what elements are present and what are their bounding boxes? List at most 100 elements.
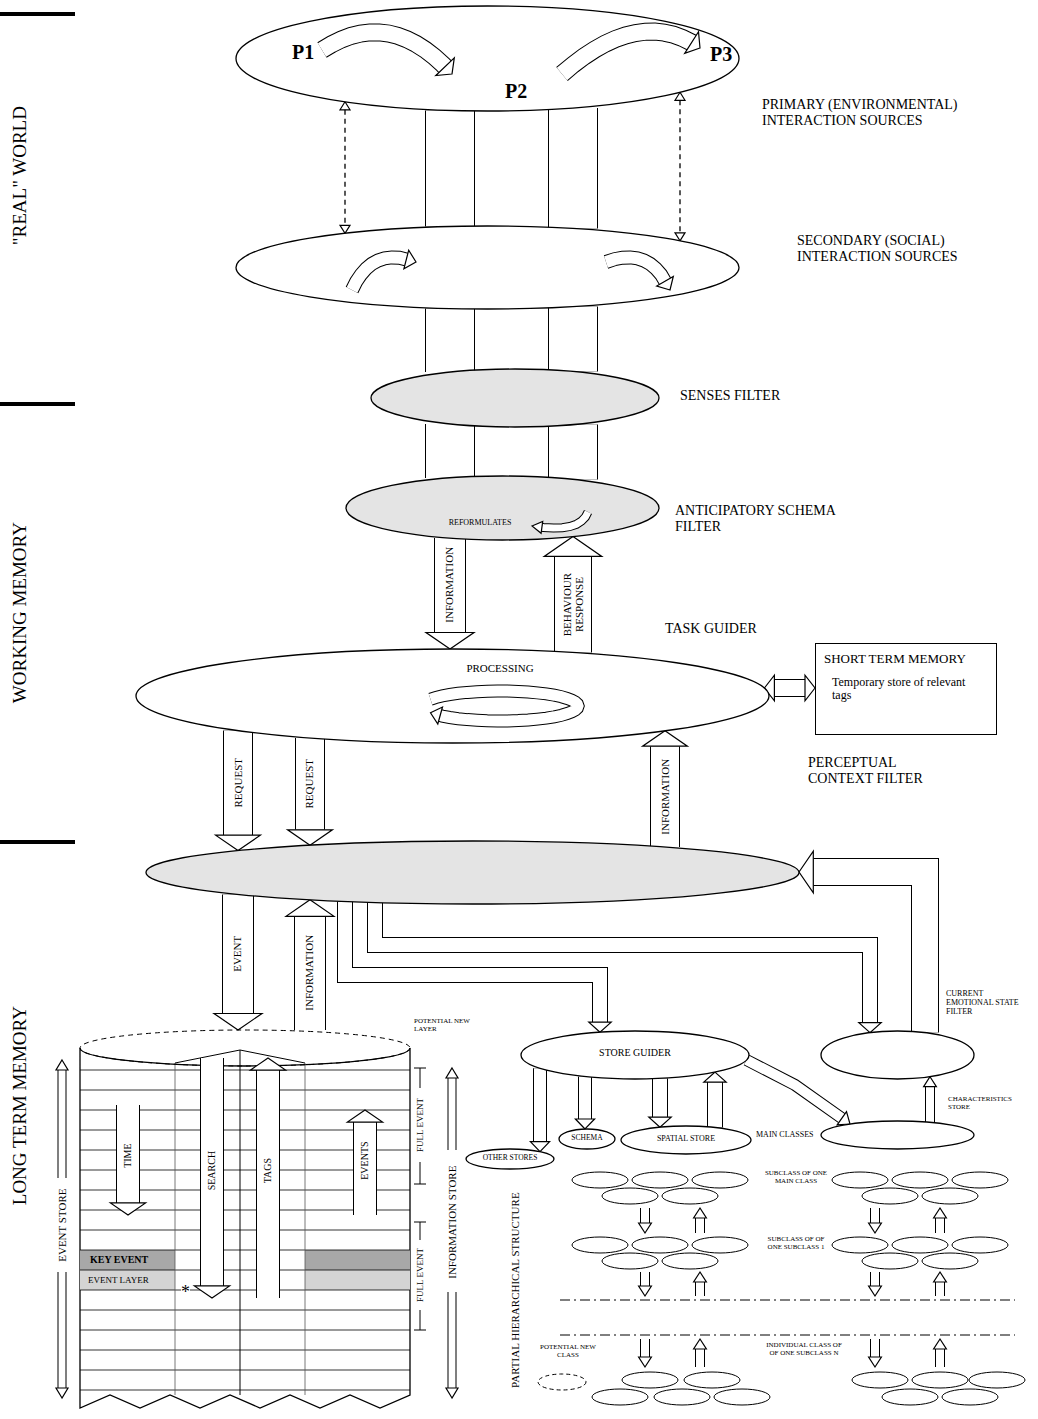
arrow-head	[805, 675, 815, 701]
disc-outline	[466, 1149, 554, 1169]
node-text: CURRENT EMOTIONAL STATE FILTER	[946, 990, 1026, 1017]
drawing-part	[414, 1222, 426, 1330]
guider-disc: STORE GUIDER	[520, 1030, 750, 1080]
drawing-part	[922, 1188, 978, 1204]
disc-outline	[236, 226, 739, 309]
node-text: TASK GUIDER	[665, 621, 805, 637]
node-text: EVENT LAYER	[88, 1275, 149, 1285]
drawing-part	[0, 402, 75, 406]
arrow-shaft	[117, 1105, 139, 1203]
block-arrow	[288, 738, 333, 845]
block-arrow	[575, 1077, 594, 1129]
node-text: REFORMULATES	[435, 519, 525, 528]
node-shape	[820, 1120, 975, 1150]
arrow-outline	[554, 556, 592, 652]
arrow-shaft	[426, 110, 474, 226]
arrow-head	[436, 58, 455, 76]
arrow-head	[934, 1208, 947, 1218]
dashed-arrow	[675, 92, 685, 241]
arrow-outline	[935, 1282, 945, 1296]
arrow-outline	[813, 872, 925, 1033]
node-text: P2	[505, 80, 527, 102]
block-arrow	[426, 538, 474, 649]
arrow-head	[288, 830, 333, 845]
drawing-part	[892, 1237, 948, 1253]
arrow-outline	[425, 424, 475, 478]
filter-disc: PERCEPTUAL CONTEXT FILTER	[145, 840, 800, 905]
arrow-head	[110, 1203, 145, 1215]
cylinder-body	[80, 1048, 410, 1408]
annotation-label: SUBCLASS OF OF ONE SUBCLASS 1	[760, 1236, 832, 1252]
layer-line	[80, 1090, 410, 1091]
arrow-outline	[295, 738, 325, 830]
arrow-shaft	[641, 1208, 649, 1223]
arrow-outline	[640, 1208, 650, 1223]
arrow-shaft	[936, 1349, 944, 1367]
arrow-outline	[434, 538, 466, 632]
drawing-part	[0, 12, 75, 16]
drawing-part	[862, 1253, 918, 1269]
drawing-part	[414, 1068, 426, 1184]
arrow-head	[694, 1272, 707, 1282]
key-event-band	[80, 1250, 175, 1270]
drawing-part	[622, 1372, 678, 1388]
layer-line	[80, 1390, 410, 1391]
connector-label: BEHAVIOUR RESPONSE	[561, 560, 584, 648]
node-text: PRIMARY (ENVIRONMENTAL) INTERACTION SOUR…	[762, 97, 1002, 128]
annotation-label: *	[181, 1282, 190, 1302]
arrow-head	[544, 537, 602, 557]
store-disc: CHARACTERISTICS STORE	[820, 1120, 975, 1150]
arrow-shaft	[59, 1272, 66, 1388]
arrow-shaft	[354, 1122, 376, 1215]
node-text: CHARACTERISTICS STORE	[948, 1096, 1030, 1112]
store-disc: SPATIAL STORE	[620, 1125, 752, 1155]
arrow-shaft	[936, 1218, 944, 1233]
interaction-disc: SECONDARY (SOCIAL) INTERACTION SOURCES	[235, 225, 740, 310]
arrow-head	[799, 851, 813, 893]
arrow-head	[639, 1357, 652, 1367]
node-text: SPATIAL STORE	[620, 1135, 752, 1144]
drawing-part	[892, 1172, 948, 1188]
disc-outline	[236, 6, 739, 111]
arrow-outline	[294, 916, 326, 1030]
arrow-head	[869, 1286, 882, 1296]
annotation-label: POTENTIAL NEW CLASS	[538, 1344, 598, 1360]
block-arrow	[573, 425, 574, 480]
arrow-head	[340, 225, 350, 233]
arrow-outline	[548, 425, 598, 480]
arrow-outline	[548, 307, 598, 372]
arrow-shaft	[641, 1339, 649, 1357]
node-text: SECONDARY (SOCIAL) INTERACTION SOURCES	[797, 233, 975, 264]
connector-label: EVENT	[232, 898, 244, 1009]
annotation-label: WORKING MEMORY	[9, 482, 30, 742]
block-arrow	[450, 424, 451, 478]
drawing-part	[538, 1374, 586, 1390]
arrow-shaft	[774, 680, 805, 696]
layer-line	[80, 1070, 410, 1071]
arrow-head	[56, 1060, 68, 1070]
arrow-shaft	[375, 903, 870, 1023]
arrow-shaft	[431, 691, 579, 721]
arrow-head	[837, 1112, 850, 1125]
arrow-shaft	[257, 1070, 279, 1298]
arrow-shaft	[322, 32, 445, 66]
arrow-shaft	[696, 1282, 704, 1296]
arrow-head	[214, 1014, 262, 1031]
layer-line	[80, 1270, 410, 1271]
disc-outline	[136, 649, 769, 743]
drawing-part	[952, 1237, 1008, 1253]
arrow-outline	[935, 1349, 945, 1367]
arrow-head	[194, 1286, 229, 1298]
block-arrow	[375, 903, 881, 1033]
arrow-shaft	[534, 1068, 546, 1141]
arrow-outline	[652, 1078, 668, 1117]
arrow-outline	[448, 1292, 457, 1388]
block-arrow	[214, 894, 262, 1030]
arrow-shaft	[653, 1078, 667, 1117]
block-arrow	[704, 1072, 726, 1127]
arrow-outline	[256, 1070, 280, 1298]
arrow-shaft	[201, 1058, 223, 1286]
key-event-band	[305, 1250, 410, 1270]
